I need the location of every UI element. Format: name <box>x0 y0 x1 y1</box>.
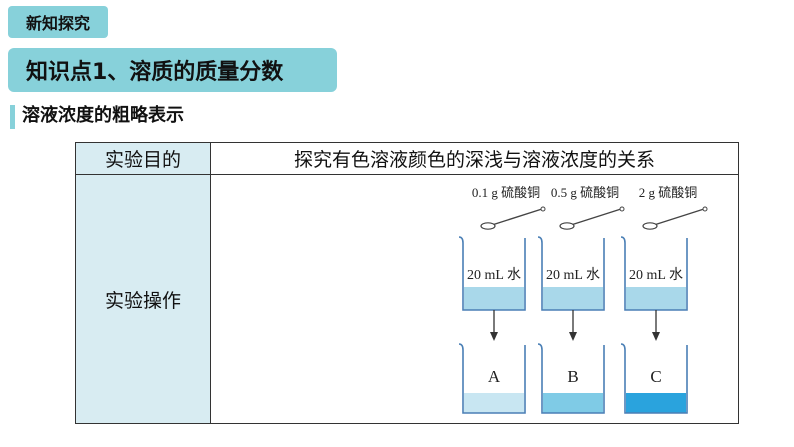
spoon-bowl-1 <box>480 222 496 230</box>
water-fill-2 <box>543 287 603 310</box>
subtitle-accent-bar <box>10 105 15 129</box>
amount-label-3: 2 g 硫酸铜 <box>639 185 698 200</box>
purpose-header: 实验目的 <box>75 142 211 175</box>
bottom-beaker-3 <box>620 343 688 414</box>
knowledge-point-banner: 知识点1、溶质的质量分数 <box>8 48 337 92</box>
arrow-head-3 <box>652 332 660 341</box>
bottom-beaker-1 <box>458 343 526 414</box>
experiment-diagram: 0.1 g 硫酸铜 20 mL 水 A 0.5 g 硫酸铜 20 mL 水 B 2 g 硫酸… <box>458 185 708 414</box>
spoon-handle-1 <box>491 208 543 226</box>
solution-fill-2 <box>543 393 603 413</box>
top-beaker-3 <box>620 236 688 311</box>
result-label-2: B <box>567 367 578 386</box>
water-label-1: 20 mL 水 <box>467 267 521 283</box>
water-fill-1 <box>464 287 524 310</box>
table-row-purpose: 实验目的 探究有色溶液颜色的深浅与溶液浓度的关系 <box>75 142 739 175</box>
arrow-head-2 <box>569 332 577 341</box>
arrow-head-1 <box>490 332 498 341</box>
section-tag: 新知探究 <box>8 6 108 38</box>
solution-fill-3 <box>626 393 686 413</box>
table-row-operation: 实验操作 0.1 g 硫酸铜 20 mL 水 A 0.5 g 硫酸铜 20 mL 水 B 2… <box>75 174 739 424</box>
result-label-3: C <box>650 367 661 386</box>
experiment-table: 实验目的 探究有色溶液颜色的深浅与溶液浓度的关系 实验操作 0.1 g 硫酸铜 2… <box>75 142 739 424</box>
purpose-content: 探究有色溶液颜色的深浅与溶液浓度的关系 <box>210 142 739 175</box>
spoon-bowl-3 <box>642 222 658 230</box>
water-label-2: 20 mL 水 <box>546 267 600 283</box>
spoon-tip-3 <box>702 206 708 212</box>
result-label-1: A <box>488 367 501 386</box>
solution-fill-1 <box>464 393 524 413</box>
water-label-3: 20 mL 水 <box>629 267 683 283</box>
spoon-tip-1 <box>540 206 546 212</box>
top-beaker-2 <box>537 236 605 311</box>
top-beaker-1 <box>458 236 526 311</box>
spoon-tip-2 <box>619 206 625 212</box>
spoon-handle-3 <box>653 208 705 226</box>
amount-label-2: 0.5 g 硫酸铜 <box>551 185 619 200</box>
subtitle: 溶液浓度的粗略表示 <box>22 105 184 126</box>
operation-diagram-cell: 0.1 g 硫酸铜 20 mL 水 A 0.5 g 硫酸铜 20 mL 水 B 2 g 硫酸… <box>210 174 739 424</box>
amount-label-1: 0.1 g 硫酸铜 <box>472 185 540 200</box>
spoon-bowl-2 <box>559 222 575 230</box>
water-fill-3 <box>626 287 686 310</box>
spoon-handle-2 <box>570 208 622 226</box>
operation-header: 实验操作 <box>75 174 211 424</box>
bottom-beaker-2 <box>537 343 605 414</box>
